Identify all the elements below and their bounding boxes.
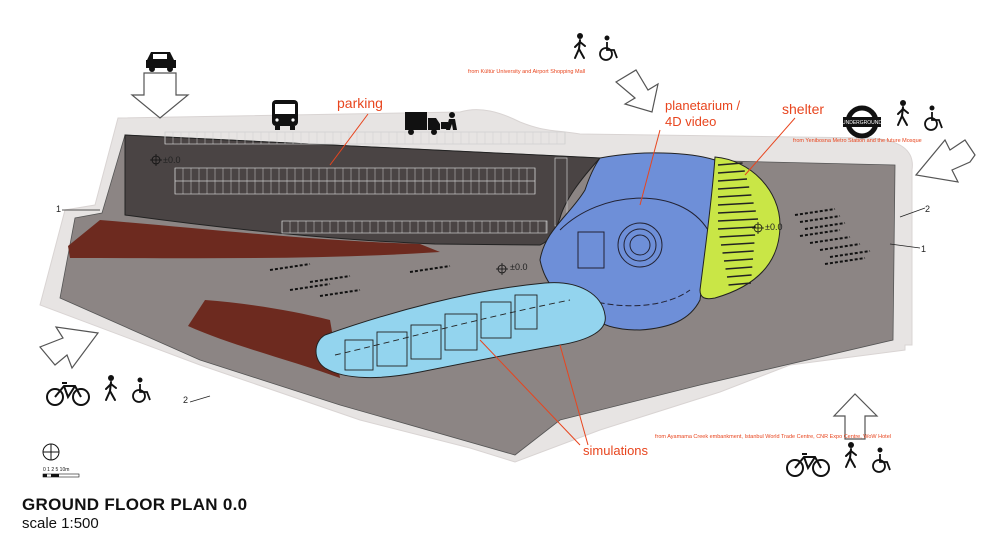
shelter-seat-row [717,162,743,166]
leader-lines [329,113,796,446]
level-crosshairs [150,154,764,275]
shelter-seat-row [717,186,750,190]
plan-title: GROUND FLOOR PLAN 0.0 [22,495,248,514]
bench-row [829,250,871,258]
north-symbol-icon [42,443,60,461]
shelter-seat-row [717,218,759,222]
bench-row [289,283,331,291]
label-simulations: simulations [583,443,649,458]
bench-row [409,265,451,273]
wheelchair-icon [924,105,943,131]
level-label-parking: ±0.0 [163,155,180,165]
shelter-seat-row [717,210,756,214]
shelter-seating [717,162,759,286]
pedestrian-icon [574,33,586,59]
bench-row [309,275,351,283]
label-planetarium-line2: 4D video [665,114,716,129]
bench-row [799,215,841,223]
shelter-seat-row [726,274,752,278]
shelter-seat-row [717,170,745,174]
parking-area [124,134,602,246]
pedestrian-icon [897,100,909,126]
bench-row [799,229,841,237]
parking-stall-dividers [164,132,566,233]
truck-icon [405,112,440,135]
shelter-seat-row [717,202,754,206]
bicycle-icon [786,453,830,477]
shelter-seat-row [728,282,751,286]
simulations-zone [315,282,606,379]
bench-row [269,263,311,271]
arrow-south [832,393,879,440]
scale-bar: 0 1 2 5 10m [42,467,80,478]
wheelchair-icon [599,35,618,61]
shelter-seat-row [717,178,748,182]
entry-arrows [39,69,976,440]
section-lines [62,207,926,403]
section-mark-1-right: 1 [921,244,926,254]
shelter-seat-row [725,266,753,270]
level-label-center: ±0.0 [510,262,527,272]
arrow-north-pedestrian [614,69,659,113]
wheelchair-icon [872,447,891,473]
arrow-west [39,326,100,370]
brown-strip-upper [68,220,440,259]
bench-row [794,208,836,216]
pedestrian-icon [105,375,117,401]
svg-text:UNDERGROUND: UNDERGROUND [842,120,882,126]
access-note-north: from Kültür University and Airport Shopp… [468,69,585,75]
underground-sign-icon: UNDERGROUND [842,105,882,139]
section-mark-2-bottom: 2 [183,395,188,405]
circulation-dashes [269,208,871,297]
label-shelter: shelter [782,101,824,117]
arrow-east [914,138,976,183]
plan-scale: scale 1:500 [22,515,99,532]
shelter-seat-row [722,250,754,254]
access-note-south: from Ayamama Creek embankment, Istanbul … [655,434,891,440]
bench-row [804,222,846,230]
shelter-seat-row [717,226,756,230]
arrow-north-car [130,72,190,119]
section-mark-2-right: 2 [925,204,930,214]
section-mark-1-left: 1 [56,204,61,214]
wheelchair-icon [132,377,151,403]
brown-strip-lower [188,300,340,378]
bench-row [319,289,361,297]
bench-row [824,257,866,265]
label-parking: parking [337,95,383,111]
access-note-east: from Yenibosna Metro Station and the fut… [793,138,922,144]
bicycle-icon [46,382,90,406]
shelter-seat-row [720,242,755,246]
shelter-seat-row [717,194,752,198]
planetarium-dome [559,197,709,307]
car-icon [146,52,176,72]
bench-row [809,236,851,244]
label-planetarium-line1: planetarium / [665,98,741,113]
bus-icon [272,100,298,130]
hand-truck-person-icon [441,112,457,130]
level-label-shelter: ±0.0 [765,222,782,232]
scale-bar-ticks: 0 1 2 5 10m [43,467,69,473]
bench-row [819,243,861,251]
shelter-seat-row [723,258,754,262]
pedestrian-icon [845,442,857,468]
shelter-seat-row [719,234,756,238]
simulations-rooms [334,294,571,371]
